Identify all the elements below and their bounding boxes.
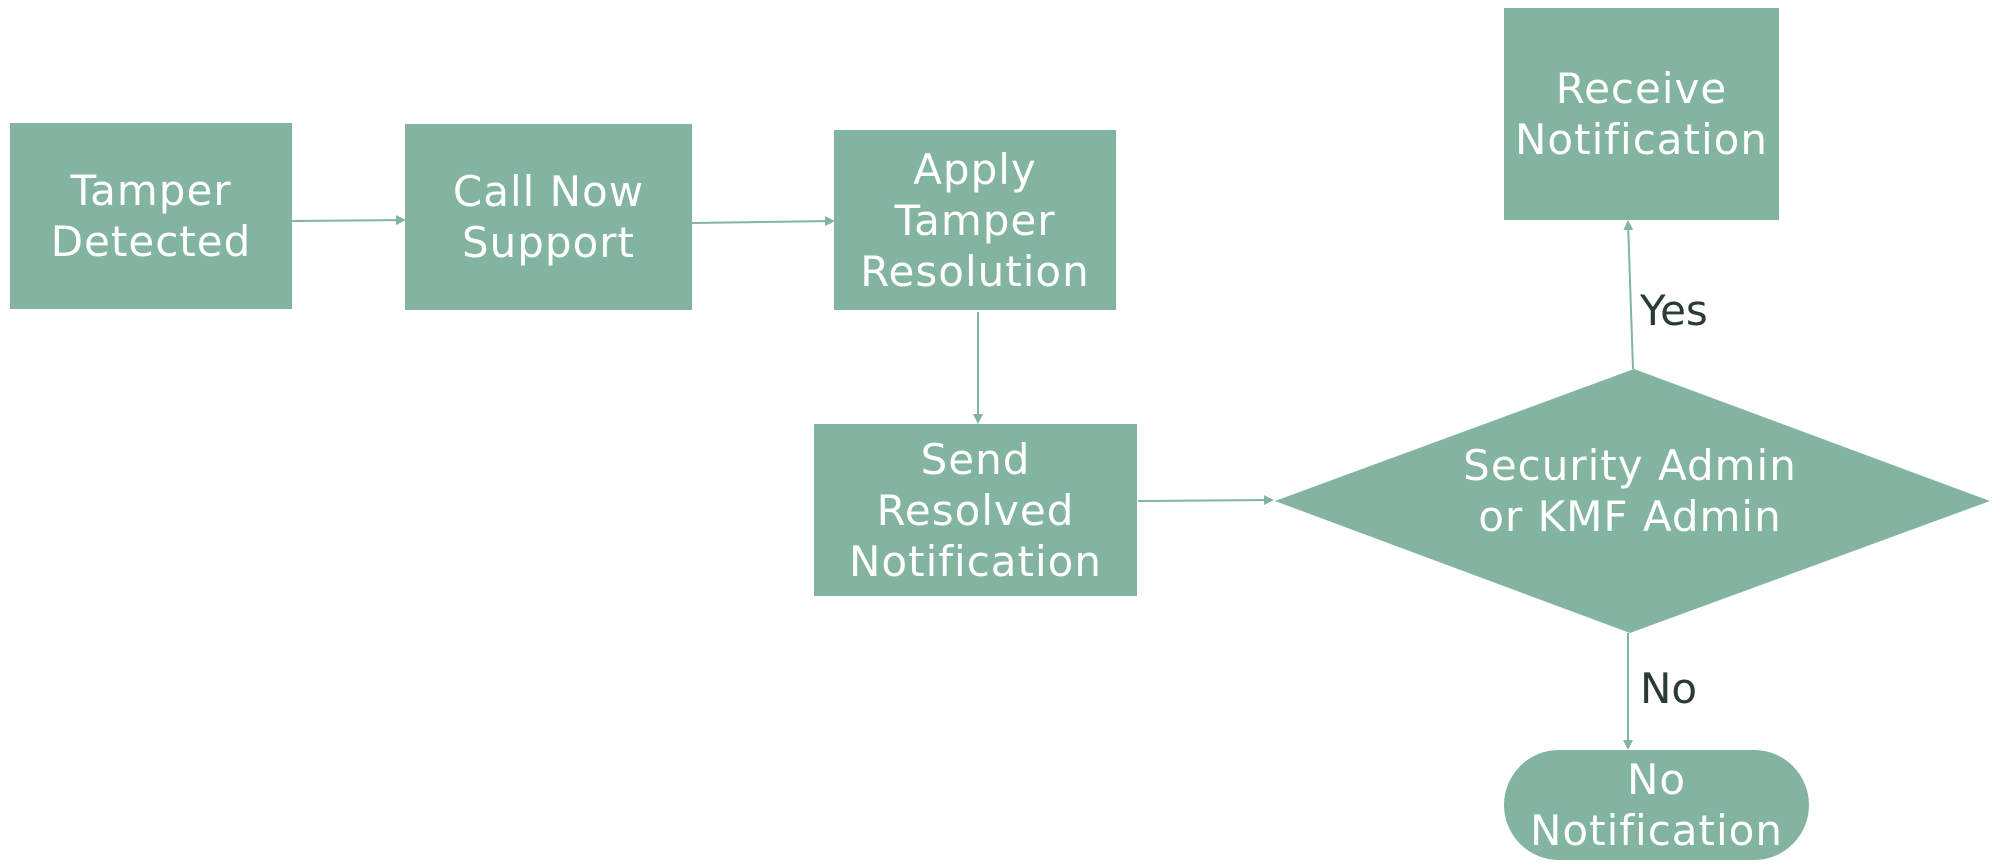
edge-label-yes: Yes xyxy=(1640,286,1708,335)
node-call-now-support-label: Call Now Support xyxy=(452,167,645,267)
arrow-call-to-apply xyxy=(691,216,835,227)
edge-label-no: No xyxy=(1640,664,1698,713)
node-call-now-support: Call Now Support xyxy=(405,124,692,310)
arrow-tamper-to-call xyxy=(291,215,406,226)
node-apply-tamper-resolution-label: Apply Tamper Resolution xyxy=(860,144,1090,296)
node-tamper-detected-label: Tamper Detected xyxy=(50,166,252,266)
decision-diamond xyxy=(1275,369,1990,633)
node-receive-notification-label: Receive Notification xyxy=(1515,64,1768,164)
node-send-resolved-notification: Send Resolved Notification xyxy=(814,424,1137,596)
node-no-notification: No Notification xyxy=(1504,750,1809,860)
node-apply-tamper-resolution: Apply Tamper Resolution xyxy=(834,130,1116,310)
decision-label: Security Admin or KMF Admin xyxy=(1463,441,1797,541)
arrow-decision-to-receive xyxy=(1623,220,1634,370)
node-receive-notification: Receive Notification xyxy=(1504,8,1779,220)
arrow-send-to-decision xyxy=(1137,495,1274,506)
node-tamper-detected: Tamper Detected xyxy=(10,123,292,309)
node-no-notification-label: No Notification xyxy=(1530,755,1783,855)
node-send-resolved-notification-label: Send Resolved Notification xyxy=(849,434,1102,586)
